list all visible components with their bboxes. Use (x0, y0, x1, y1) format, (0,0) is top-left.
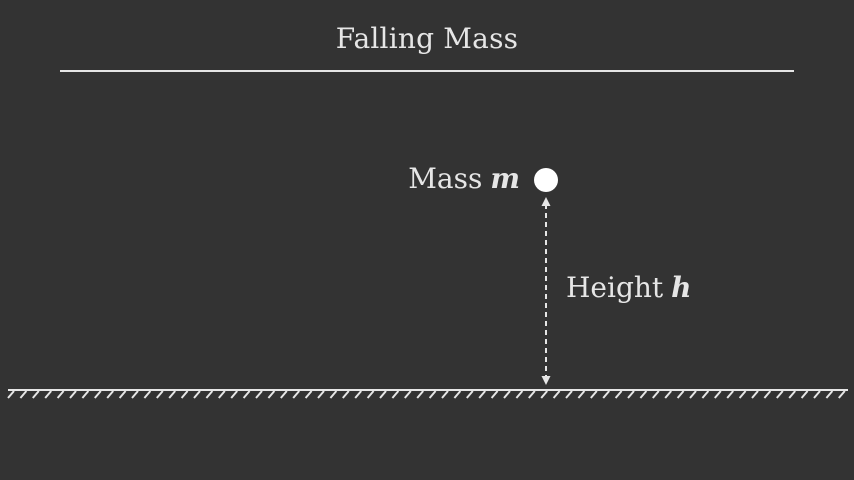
ground-hatch-mark (317, 390, 325, 399)
ground-hatch-mark (32, 390, 40, 399)
ground-hatch-mark (69, 390, 77, 399)
ground-hatch-mark (627, 390, 635, 399)
ground-hatch-mark (552, 390, 561, 399)
ground-hatch-mark (180, 390, 189, 399)
height-arrow-head-bottom (541, 376, 551, 385)
ground-hatch-mark (441, 390, 449, 399)
ground-hatch-mark (230, 390, 238, 399)
mass-dot (534, 168, 558, 192)
ground-hatch-mark (106, 390, 114, 399)
ground-hatch-mark (255, 390, 263, 399)
ground-hatch-mark (404, 390, 412, 399)
ground-hatch-mark (19, 390, 28, 399)
ground-hatch-mark (242, 390, 251, 399)
ground-hatch-mark (515, 390, 524, 399)
height-label-text: Height (566, 271, 664, 304)
mass-label-text: Mass (408, 162, 483, 195)
mass-symbol: m (490, 162, 520, 195)
ground-hatch-mark (540, 390, 548, 399)
ground-hatch-mark (676, 390, 685, 399)
height-symbol: h (671, 271, 692, 304)
ground (7, 389, 848, 399)
ground-hatching (7, 390, 846, 399)
ground-hatch-mark (825, 390, 834, 399)
ground-hatch-mark (453, 390, 462, 399)
ground-hatch-mark (416, 390, 424, 399)
ground-hatch-mark (466, 390, 474, 399)
ground-hatch-mark (280, 390, 288, 399)
ground-hatch-mark (428, 390, 437, 399)
ground-hatch-mark (602, 390, 610, 399)
ground-hatch-mark (168, 390, 176, 399)
ground-hatch-mark (726, 390, 734, 399)
ground-hatch-mark (354, 390, 362, 399)
ground-hatch-mark (838, 390, 846, 399)
ground-hatch-mark (490, 390, 499, 399)
ground-hatch-mark (751, 390, 759, 399)
ground-hatch-mark (503, 390, 511, 399)
height-arrow (541, 197, 551, 385)
height-arrow-head-top (541, 197, 551, 206)
ground-hatch-mark (639, 390, 648, 399)
ground-hatch-mark (701, 390, 710, 399)
ground-hatch-mark (366, 390, 375, 399)
ground-hatch-mark (664, 390, 672, 399)
ground-hatch-mark (56, 390, 65, 399)
ground-hatch-mark (577, 390, 586, 399)
ground-hatch-mark (7, 390, 15, 399)
ground-hatch-mark (800, 390, 809, 399)
ground-hatch-mark (304, 390, 313, 399)
ground-hatch-mark (193, 390, 201, 399)
ground-hatch-mark (342, 390, 350, 399)
ground-hatch-mark (156, 390, 164, 399)
ground-hatch-mark (652, 390, 660, 399)
ground-hatch-mark (813, 390, 821, 399)
ground-hatch-mark (763, 390, 772, 399)
ground-hatch-mark (776, 390, 784, 399)
title-divider (60, 70, 794, 72)
ground-hatch-mark (267, 390, 276, 399)
ground-hatch-mark (218, 390, 226, 399)
ground-hatch-mark (81, 390, 90, 399)
ground-hatch-mark (788, 390, 796, 399)
ground-hatch-mark (614, 390, 623, 399)
ground-hatch-mark (478, 390, 486, 399)
ground-hatch-mark (590, 390, 598, 399)
ground-hatch-mark (689, 390, 697, 399)
ground-hatch-mark (738, 390, 747, 399)
ground-hatch-mark (44, 390, 52, 399)
ground-hatch-mark (565, 390, 573, 399)
ground-hatch-mark (714, 390, 722, 399)
ground-hatch-mark (292, 390, 300, 399)
ground-hatch-mark (131, 390, 139, 399)
ground-hatch-mark (391, 390, 400, 399)
ground-hatch-mark (118, 390, 127, 399)
ground-hatch-mark (205, 390, 214, 399)
diagram-title: Falling Mass (335, 22, 519, 55)
ground-hatch-mark (143, 390, 152, 399)
ground-hatch-mark (329, 390, 338, 399)
ground-hatch-mark (379, 390, 387, 399)
ground-hatch-mark (94, 390, 102, 399)
ground-hatch-mark (528, 390, 536, 399)
